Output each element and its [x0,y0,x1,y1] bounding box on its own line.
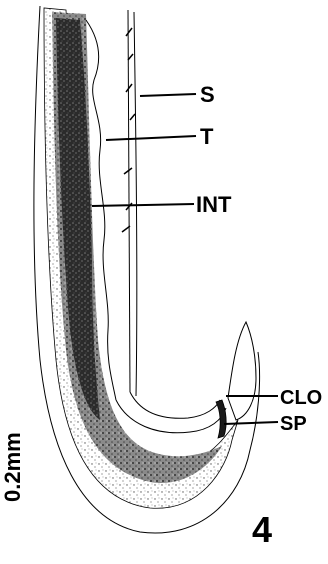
scale-label: 0.2mm [0,392,26,542]
label-t: T [200,124,214,149]
leader-t [106,136,196,140]
label-sp: SP [280,413,307,435]
label-clo: CLO [280,387,322,409]
spicule-tip [216,400,226,438]
leader-sp [224,422,278,424]
spicule-rod [128,10,130,392]
bend-curve-1 [130,392,220,418]
figure-number: 4 [252,512,272,548]
bend-curve-2 [116,400,226,433]
label-int: INT [196,192,232,217]
label-s: S [200,82,215,107]
leader-int [92,204,194,206]
spicule-rod-2 [134,12,137,396]
tail-lobe [228,322,256,420]
leader-s [140,94,196,96]
